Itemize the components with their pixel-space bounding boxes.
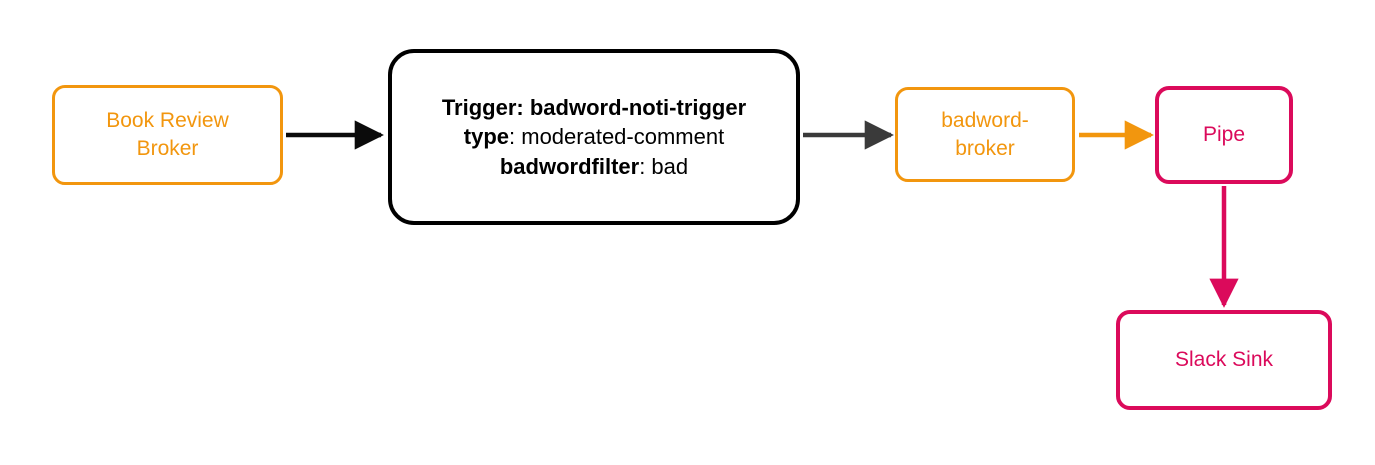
- node-book-review-broker-label: Book Review Broker: [106, 109, 229, 160]
- node-book-review-broker[interactable]: Book Review Broker: [52, 85, 283, 185]
- trigger-badwordfilter-value: : bad: [639, 153, 689, 179]
- trigger-type-key: type: [463, 124, 510, 150]
- node-badword-broker-label: badword- broker: [941, 108, 1029, 160]
- node-pipe[interactable]: Pipe: [1155, 86, 1293, 184]
- trigger-type-value: : moderated-comment: [509, 124, 725, 150]
- node-slack-sink[interactable]: Slack Sink: [1116, 310, 1332, 410]
- trigger-name-value: badword-noti-trigger: [529, 95, 747, 121]
- node-pipe-label: Pipe: [1202, 123, 1246, 147]
- trigger-line-name: Trigger: badword-noti-trigger: [442, 93, 746, 122]
- trigger-line-badwordfilter: badwordfilter: bad: [500, 152, 688, 181]
- trigger-line-type: type: moderated-comment: [464, 122, 724, 151]
- trigger-badwordfilter-key: badwordfilter: [499, 153, 640, 179]
- node-badword-broker[interactable]: badword- broker: [895, 87, 1075, 182]
- node-trigger[interactable]: Trigger: badword-noti-trigger type: mode…: [388, 49, 800, 225]
- node-slack-sink-label: Slack Sink: [1174, 348, 1274, 372]
- trigger-name-key: Trigger:: [441, 95, 524, 121]
